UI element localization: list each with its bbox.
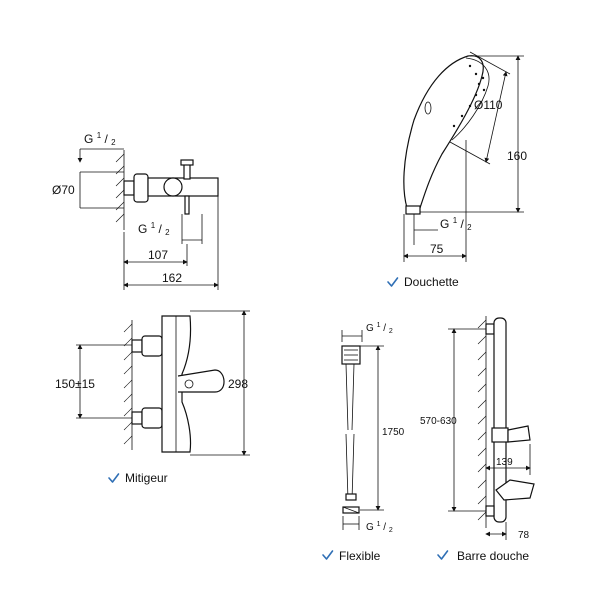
dim-162: 162 <box>162 271 182 285</box>
dim-298: 298 <box>228 377 248 391</box>
dim-thread-shower: G 1 / 2 <box>440 212 472 232</box>
check-icon <box>437 550 449 560</box>
mixer-side-view: G 1 / 2 Ø70 G 1 / 2 107 162 <box>52 127 219 290</box>
mixer-front-view: 150±15 298 <box>55 310 250 456</box>
shower-handle <box>403 55 484 209</box>
flexible-view: G 1 / 2 1750 G 1 / 2 <box>341 319 405 534</box>
dim-thread-hose-top: G 1 / 2 <box>366 319 393 335</box>
caption-barre: Barre douche <box>437 549 529 563</box>
dim-75: 75 <box>430 242 444 256</box>
caption-mitigeur: Mitigeur <box>108 471 168 485</box>
dim-570: 570-630 <box>420 416 457 427</box>
check-icon <box>108 473 120 483</box>
dim-78: 78 <box>518 530 530 541</box>
svg-text:Barre douche: Barre douche <box>457 549 529 563</box>
dim-160: 160 <box>507 149 527 163</box>
shower-rail-view: 570-630 139 78 <box>420 316 535 541</box>
dim-thread-top: G 1 / 2 <box>84 127 116 147</box>
dim-thread-bottom: G 1 / 2 <box>138 217 170 237</box>
dim-thread-hose-bottom: G 1 / 2 <box>366 518 393 534</box>
dim-139: 139 <box>496 457 513 468</box>
caption-douchette: Douchette <box>387 275 459 289</box>
svg-text:Flexible: Flexible <box>339 549 381 563</box>
dim-1750: 1750 <box>382 427 405 438</box>
svg-text:Douchette: Douchette <box>404 275 459 289</box>
dim-d70: Ø70 <box>52 183 75 197</box>
check-icon <box>322 550 334 560</box>
dim-150: 150±15 <box>55 377 95 391</box>
wall-hatch <box>115 153 125 223</box>
caption-flexible: Flexible <box>322 549 381 563</box>
dim-d110: Ø110 <box>474 98 503 112</box>
hand-shower-view: Ø110 160 G 1 / 2 75 <box>403 51 527 262</box>
check-icon <box>387 277 399 287</box>
svg-text:Mitigeur: Mitigeur <box>125 471 168 485</box>
dim-107: 107 <box>148 248 168 262</box>
